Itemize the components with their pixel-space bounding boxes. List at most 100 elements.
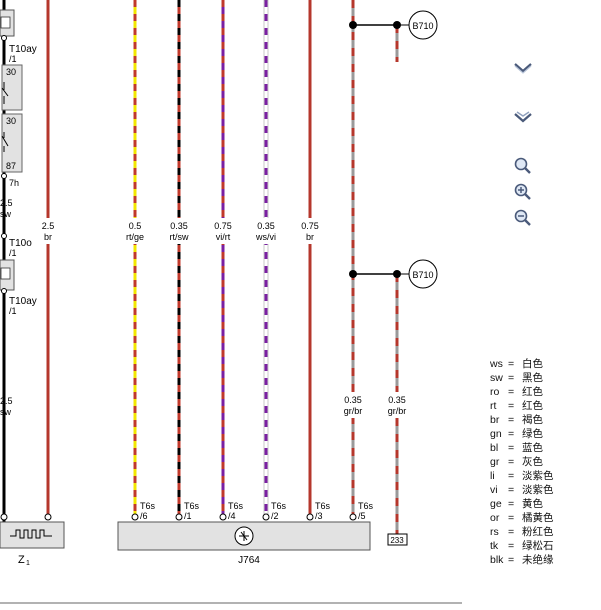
b710-top-label: B710 [412,21,433,31]
legend-color-name: 黄色 [522,498,543,510]
fuse-2-symbol [1,132,9,152]
legend-code: rs [490,526,499,538]
legend-color-name: 蓝色 [522,442,543,454]
z1-pin-right [44,513,52,521]
legend-row: or=橘黄色 [490,511,554,525]
t10ay-mid-label: T10ay [9,296,37,307]
b710-mid-symbol[interactable] [408,259,438,289]
legend-code: gr [490,456,500,468]
component-j764[interactable]: J764 [117,521,371,566]
t10ay-top-pin: /1 [9,54,17,64]
legend-row: li=淡紫色 [490,469,554,483]
legend-row: ge=黄色 [490,497,554,511]
b710-mid-label: B710 [412,270,433,280]
t6s-pin [262,513,270,521]
t6s-pin [131,513,139,521]
zoom-in-icon[interactable] [508,180,538,204]
chevron-down-circle-icon[interactable] [508,104,538,128]
legend-code: li [490,470,495,482]
fuse-87-label: 87 [6,161,16,171]
wire-left-size-2: 2.5 [0,396,13,406]
ground-wire-2-color: gr/br [388,406,407,416]
chevron-down-icon[interactable] [508,56,538,80]
wire-3-size: 0.35 [170,221,188,231]
t6s-pin [349,513,357,521]
wire-5-size: 0.35 [257,221,275,231]
connector-symbol-top [0,16,11,29]
pin-7h [1,173,7,179]
legend-color-name: 红色 [522,400,543,412]
legend-equals: = [508,442,515,454]
wire-1-color: br [44,232,52,242]
fuse-box-2 [1,113,23,173]
legend-equals: = [508,428,515,440]
legend-code: gn [490,428,502,440]
b710-mid-junction: B710 [349,259,438,289]
wire-1-size: 2.5 [42,221,55,231]
legend-equals: = [508,526,515,538]
legend-row: tk = 绿松石 [490,539,554,553]
t6s-label: T6s [358,501,374,511]
pin-7h-label: 7h [9,178,19,188]
legend-equals: = [508,554,515,566]
t6s-label: T6s [184,501,200,511]
wire-left-color-2: sw [0,407,12,417]
legend-color-name: 绿色 [522,428,543,440]
legend-equals: = [508,400,515,412]
wire-left-color-1: sw [0,209,12,219]
legend-color-name: 灰色 [522,456,543,468]
legend-code: blk [490,554,504,566]
legend-color-name: 绿松石 [522,540,554,552]
wire-4-size: 0.75 [214,221,232,231]
wire-left-size-1: 2.5 [0,198,13,208]
legend-row: gn = 绿色 [490,427,554,441]
diagram-toolbar [508,0,548,240]
left-fuse-column: T10ay /1 30 30 87 7h 2.5 sw T10o /1 T10a… [0,0,37,522]
j764-transistor-icon [239,531,249,541]
j764-label: J764 [238,555,260,566]
legend-equals: = [508,372,515,384]
fuse-box-1 [1,64,23,111]
magnifier-icon[interactable] [508,154,538,178]
zoom-out-icon[interactable] [508,206,538,230]
legend-color-name: 红色 [522,386,543,398]
wire-4-color: vi/rt [216,232,231,242]
legend-equals: = [508,540,515,552]
legend-code: or [490,512,500,524]
legend-row: blk = 未绝缘 [490,553,554,567]
fuse-1-label: 30 [6,67,16,77]
legend-row: br=褐色 [490,413,554,427]
b710-top-symbol[interactable] [408,10,438,40]
legend-equals: = [508,386,515,398]
t6s-pin-number: /1 [184,511,192,521]
b710-top-junction: B710 [349,10,438,40]
legend-code: bl [490,442,499,454]
t10o-pin: /1 [9,248,17,258]
wire-2-size: 0.5 [129,221,142,231]
t6s-pin-number: /3 [315,511,323,521]
t6s-label: T6s [271,501,287,511]
legend-row: vi=淡紫色 [490,483,554,497]
component-z1[interactable]: Z 1 [0,513,65,567]
legend-row: ws=白色 [490,357,554,371]
legend-color-name: 淡紫色 [522,470,554,482]
legend-color-name: 黑色 [522,372,543,384]
connector-pin-top [1,35,7,41]
legend-code: tk [490,540,499,552]
t6s-label: T6s [140,501,156,511]
legend-equals: = [508,456,515,468]
connector-pin-mid [1,288,7,294]
t6s-pin-number: /5 [358,511,366,521]
legend-equals: = [508,512,515,524]
legend-code: ge [490,498,502,510]
t6s-pin-number: /6 [140,511,148,521]
t10o-label: T10o [9,238,32,249]
t6s-pin [306,513,314,521]
t6s-pin [219,513,227,521]
connector-symbol-mid [0,267,11,280]
legend-color-name: 未绝缘 [522,554,554,566]
ground-ref-233[interactable]: 233 [387,533,408,546]
legend-row: sw=黑色 [490,371,554,385]
z1-label: Z [18,554,25,566]
